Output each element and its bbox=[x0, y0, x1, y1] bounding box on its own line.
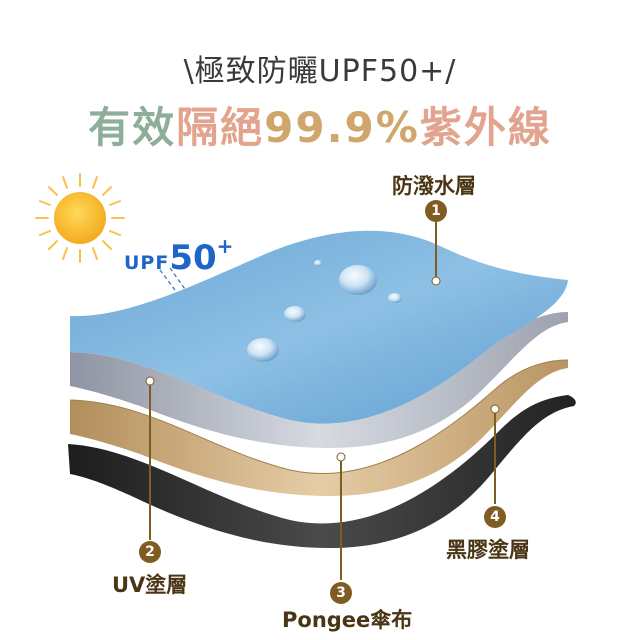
black-glue-layer bbox=[68, 395, 576, 548]
layer-2-label: UV塗層 bbox=[112, 573, 188, 597]
layer-3-number-badge: 3 bbox=[330, 582, 352, 604]
layer-3-label: Pongee傘布 bbox=[282, 608, 413, 632]
water-droplets bbox=[247, 260, 402, 362]
callout-lines bbox=[149, 222, 496, 580]
headline-top: \極致防曬UPF50+/ bbox=[183, 54, 457, 89]
layer-4-label: 黑膠塗層 bbox=[446, 538, 530, 562]
water-droplet bbox=[284, 306, 306, 322]
callout-dots bbox=[145, 276, 500, 462]
uv-coating-layer bbox=[70, 312, 568, 448]
water-repellent-layer bbox=[70, 230, 568, 424]
upf-plus: + bbox=[216, 234, 234, 258]
upf-value: 50 bbox=[169, 238, 217, 278]
water-droplet bbox=[247, 338, 279, 362]
headline-part-3: 99.9% bbox=[264, 103, 420, 152]
upf-50-badge: UPF50+ bbox=[124, 234, 233, 278]
headline-main: 有效隔絕99.9%紫外線 bbox=[0, 94, 640, 155]
water-droplet bbox=[388, 293, 402, 303]
headline-part-2: 隔絕 bbox=[176, 103, 265, 152]
layer-2-number-badge: 2 bbox=[139, 541, 161, 563]
sun-icon bbox=[35, 173, 125, 263]
layer-1-number-badge: 1 bbox=[425, 200, 447, 222]
headline-part-1: 有效 bbox=[88, 103, 177, 152]
water-droplet bbox=[339, 265, 377, 295]
headline-part-4: 紫外線 bbox=[419, 103, 552, 152]
pongee-fabric-layer bbox=[70, 360, 568, 496]
layer-1-label: 防潑水層 bbox=[392, 174, 476, 198]
water-droplet bbox=[314, 260, 322, 266]
layer-4-number-badge: 4 bbox=[484, 506, 506, 528]
upf-text: UPF bbox=[124, 252, 170, 274]
